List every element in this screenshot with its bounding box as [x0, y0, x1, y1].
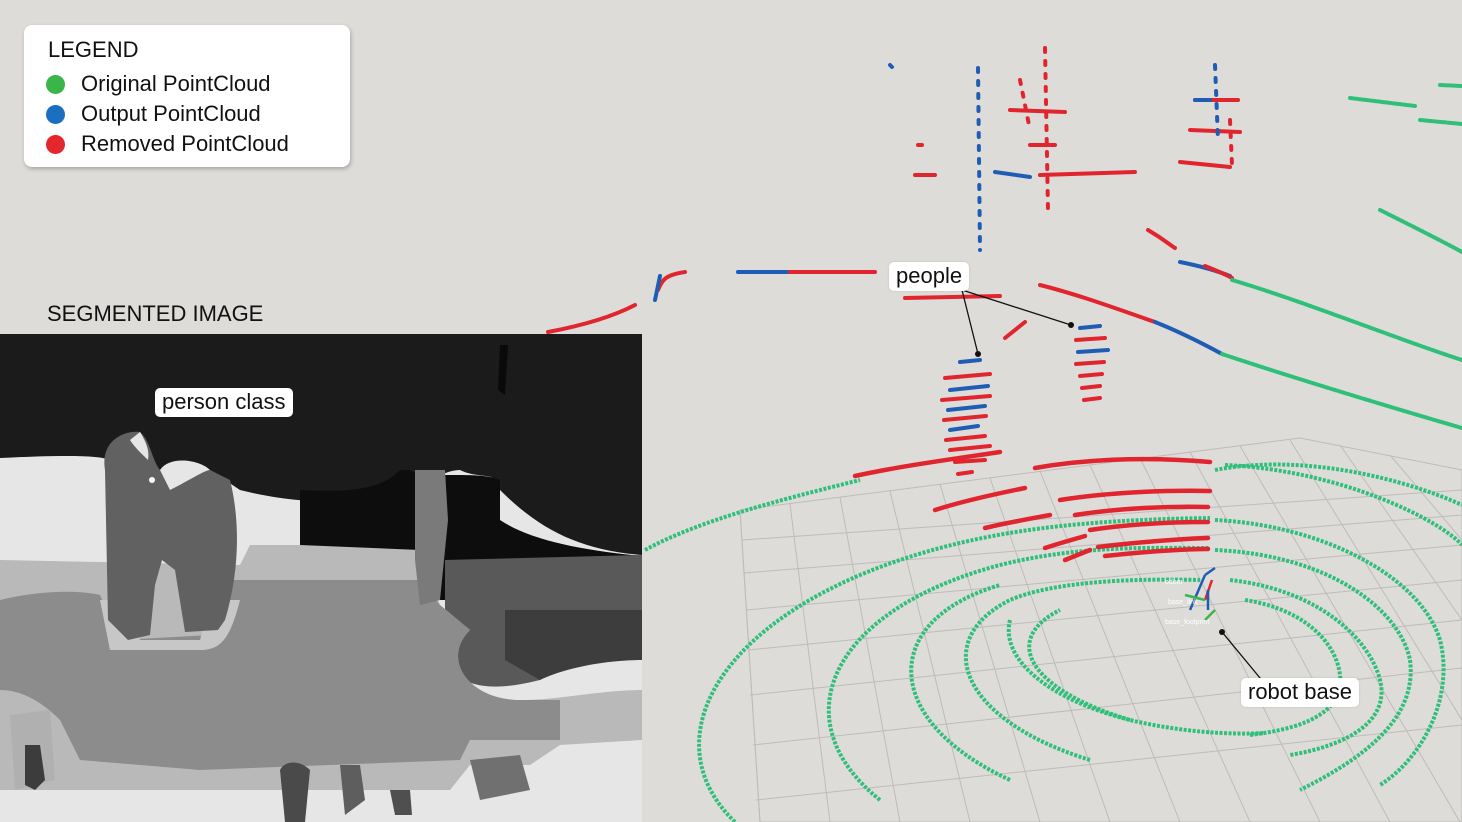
removed-ring-segments	[852, 449, 1213, 563]
frame-label-base-link: base_link	[1168, 599, 1198, 606]
segmented-image	[0, 334, 642, 822]
green-dot-icon	[46, 75, 65, 94]
red-dot-icon	[46, 135, 65, 154]
legend-label-removed: Removed PointCloud	[81, 131, 289, 156]
segmented-image-title: SEGMENTED IMAGE	[47, 301, 264, 326]
robot-frame-labels: odom base_link base_footprint	[1165, 579, 1209, 626]
far-columns	[888, 46, 1234, 252]
person-right-points	[1074, 324, 1110, 402]
person-class-callout: person class	[155, 388, 293, 417]
frame-label-base-footprint: base_footprint	[1165, 619, 1209, 626]
floor-grid	[739, 437, 1462, 822]
far-walls	[546, 83, 1462, 430]
legend-panel: LEGEND Original PointCloud Output PointC…	[24, 25, 350, 167]
callout-anchor-dots	[975, 322, 1225, 635]
legend-title: LEGEND	[48, 37, 139, 62]
legend-label-original: Original PointCloud	[81, 71, 271, 96]
person-left-points	[940, 358, 992, 476]
robot-frames	[1184, 566, 1216, 621]
robot-base-callout: robot base	[1241, 678, 1359, 707]
people-callout: people	[889, 262, 970, 291]
blue-dot-icon	[46, 105, 65, 124]
legend-label-output: Output PointCloud	[81, 101, 261, 126]
frame-label-odom: odom	[1165, 579, 1183, 586]
